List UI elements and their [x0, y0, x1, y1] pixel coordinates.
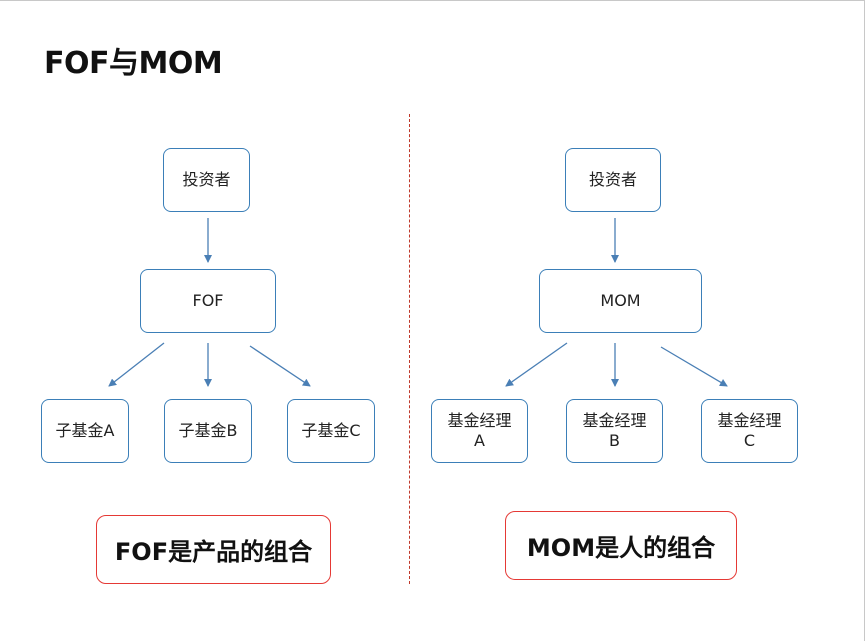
investor-node-right: 投资者	[565, 148, 661, 212]
sub-fund-a-node: 子基金A	[41, 399, 129, 463]
manager-a-label-line1: 基金经理	[447, 411, 512, 430]
investor-label-right: 投资者	[588, 170, 637, 189]
investor-node-left: 投资者	[163, 148, 250, 212]
arrow-fof-to-fund-c	[249, 345, 311, 387]
sub-fund-c-label: 子基金C	[301, 421, 361, 440]
fof-note-text: FOF是产品的组合	[114, 538, 313, 566]
mom-label: MOM	[600, 291, 641, 310]
sub-fund-c-node: 子基金C	[287, 399, 375, 463]
manager-a-node: 基金经理 A	[431, 399, 528, 463]
sub-fund-b-node: 子基金B	[164, 399, 252, 463]
mom-note-text: MOM是人的组合	[526, 534, 716, 562]
sub-fund-b-label: 子基金B	[178, 421, 238, 440]
manager-c-label-line2: C	[743, 431, 756, 450]
center-divider	[409, 114, 410, 584]
fof-note-box: FOF是产品的组合	[96, 515, 331, 584]
manager-a-label-line2: A	[474, 431, 485, 450]
fof-label: FOF	[192, 291, 224, 310]
mom-note-box: MOM是人的组合	[505, 511, 737, 580]
manager-c-label-line1: 基金经理	[717, 411, 782, 430]
fof-node: FOF	[140, 269, 276, 333]
investor-label-left: 投资者	[182, 170, 231, 189]
arrow-fof-to-fund-a	[108, 342, 165, 387]
manager-b-label-line1: 基金经理	[582, 411, 647, 430]
manager-b-label-line2: B	[609, 431, 620, 450]
manager-c-node: 基金经理 C	[701, 399, 798, 463]
mom-node: MOM	[539, 269, 702, 333]
sub-fund-a-label: 子基金A	[55, 421, 115, 440]
manager-b-node: 基金经理 B	[566, 399, 663, 463]
slide-title: FOF与MOM	[44, 46, 223, 81]
arrow-mom-to-manager-c	[660, 346, 728, 387]
arrow-mom-to-manager-a	[505, 342, 568, 387]
